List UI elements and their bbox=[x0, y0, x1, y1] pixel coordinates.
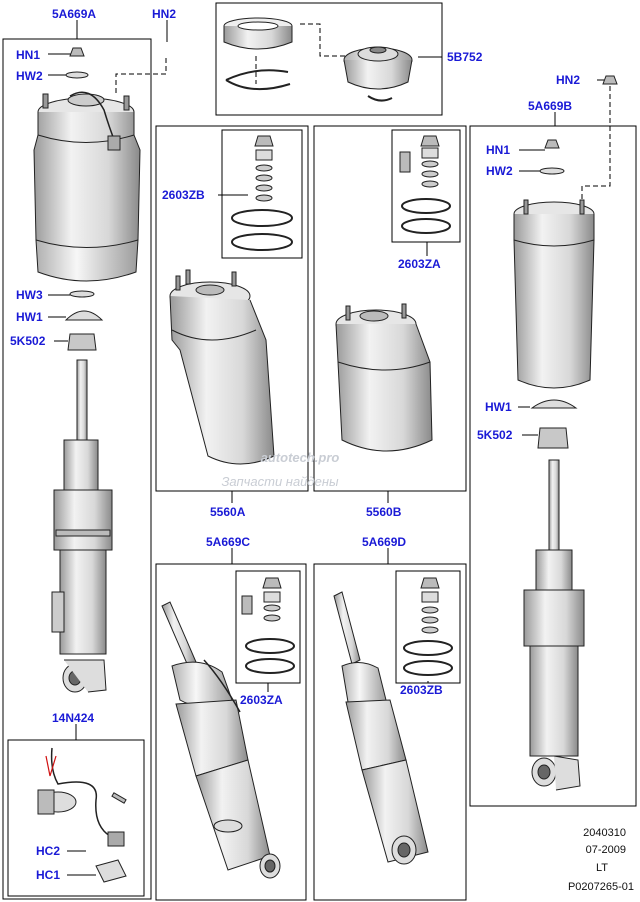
footer-date: 07-2009 bbox=[586, 844, 626, 856]
label-5K502-left: 5K502 bbox=[10, 334, 46, 348]
label-HW1-left: HW1 bbox=[16, 310, 43, 324]
label-2603ZA: 2603ZA bbox=[398, 257, 441, 271]
leader-lines bbox=[48, 20, 611, 876]
front-right-assembly-box bbox=[469, 125, 637, 807]
label-5A669A: 5A669A bbox=[52, 7, 96, 21]
label-HN1-left: HN1 bbox=[16, 48, 40, 62]
label-2603ZB-rear: 2603ZB bbox=[400, 683, 443, 697]
label-5K502-right: 5K502 bbox=[477, 428, 513, 442]
label-HN2-left: HN2 bbox=[152, 7, 176, 21]
label-5A669D: 5A669D bbox=[362, 535, 406, 549]
label-5A669B: 5A669B bbox=[528, 99, 572, 113]
rear-left-assembly-box bbox=[155, 563, 307, 901]
front-left-strut bbox=[33, 47, 141, 693]
top-mount-kit-box bbox=[215, 2, 443, 116]
seal-kit-a-rear-parts bbox=[241, 577, 295, 674]
label-HN2-right: HN2 bbox=[556, 73, 580, 87]
watermark-tagline: Запчасти найдены bbox=[221, 474, 339, 489]
label-5A669C: 5A669C bbox=[206, 535, 250, 549]
seal-kit-a-box bbox=[391, 129, 461, 243]
watermark-brand: autotech.pro bbox=[261, 450, 340, 465]
seal-kit-b-box bbox=[221, 129, 303, 259]
label-2603ZA-rear: 2603ZA bbox=[240, 693, 283, 707]
label-5560A: 5560A bbox=[210, 505, 246, 519]
air-spring-left bbox=[169, 269, 275, 465]
label-HW3: HW3 bbox=[16, 288, 43, 302]
label-HN1-right: HN1 bbox=[486, 143, 510, 157]
front-right-strut bbox=[513, 75, 618, 791]
label-5B752: 5B752 bbox=[447, 50, 483, 64]
label-HW2-left: HW2 bbox=[16, 69, 43, 83]
top-mount-kit-parts bbox=[223, 17, 413, 102]
label-5560B: 5560B bbox=[366, 505, 402, 519]
rear-right-assembly-box bbox=[313, 563, 467, 901]
height-sensor bbox=[37, 747, 127, 883]
label-HC2: HC2 bbox=[36, 844, 60, 858]
label-HW1-right: HW1 bbox=[485, 400, 512, 414]
footer-code: 2040310 bbox=[583, 827, 626, 839]
rear-right-damper bbox=[333, 591, 429, 865]
footer-side: LT bbox=[596, 862, 608, 874]
spring-right-box bbox=[313, 125, 467, 492]
air-spring-right bbox=[335, 303, 433, 452]
seal-kit-a-parts bbox=[399, 135, 451, 234]
rear-left-damper bbox=[161, 601, 281, 879]
seal-kit-b-rear-parts bbox=[403, 577, 453, 676]
footer-drawing-id: P0207265-01 bbox=[568, 881, 634, 893]
label-HC1: HC1 bbox=[36, 868, 60, 882]
seal-kit-b-parts bbox=[231, 135, 293, 251]
label-HW2-right: HW2 bbox=[486, 164, 513, 178]
label-2603ZB: 2603ZB bbox=[162, 188, 205, 202]
label-14N424: 14N424 bbox=[52, 711, 94, 725]
